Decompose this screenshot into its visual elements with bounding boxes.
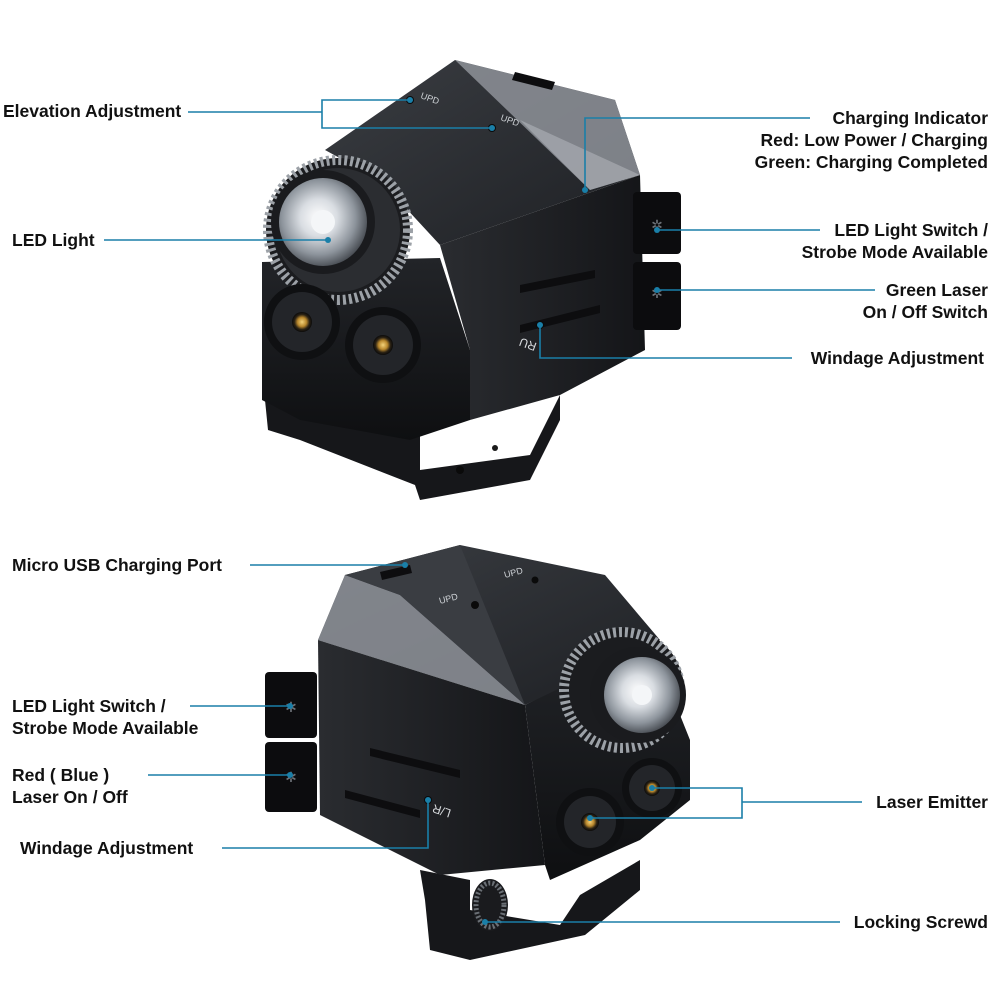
led-light xyxy=(263,155,413,305)
side-body-bottom xyxy=(318,640,545,875)
bevel-highlight-bottom xyxy=(318,575,525,705)
engraving-lr: L/R xyxy=(430,801,452,820)
label-laser-emitter: Laser Emitter xyxy=(876,792,988,812)
led-switch-button xyxy=(633,192,681,254)
engraving-upd-4: UPD xyxy=(503,565,524,580)
label-locking-screw: Locking Screwd xyxy=(853,912,988,932)
leader-lines xyxy=(104,99,875,923)
locking-screw xyxy=(472,879,508,931)
label-windage-bottom: Windage Adjustment xyxy=(20,838,194,858)
label-red-laser: Red ( Blue ) Laser On / Off xyxy=(12,765,128,807)
laser-aperture-3 xyxy=(556,788,624,856)
label-elevation-adjustment: Elevation Adjustment xyxy=(3,101,182,121)
engraving-upd-3: UPD xyxy=(438,591,459,606)
label-charging-indicator: Charging Indicator Red: Low Power / Char… xyxy=(754,108,988,172)
rail-mount-bottom xyxy=(420,860,640,960)
led-light-bottom xyxy=(559,627,686,753)
svg-text:✲: ✲ xyxy=(651,217,663,233)
label-green-laser: Green Laser On / Off Switch xyxy=(862,280,988,322)
device-bottom: UPD UPD ✲ ✲ L/R xyxy=(265,545,690,960)
laser-aperture-1 xyxy=(264,284,340,360)
usb-slot xyxy=(512,72,555,90)
laser-aperture-2 xyxy=(345,307,421,383)
label-led-switch-top: LED Light Switch / Strobe Mode Available xyxy=(801,220,988,262)
label-windage-top: Windage Adjustment xyxy=(810,348,984,368)
green-laser-button xyxy=(633,262,681,330)
label-usb-port: Micro USB Charging Port xyxy=(12,555,223,575)
device-top: UPD UPD ✲ ✲ xyxy=(262,60,681,500)
label-led-switch-bottom: LED Light Switch / Strobe Mode Available xyxy=(12,696,199,738)
label-led-light: LED Light xyxy=(12,230,95,250)
usb-slot-bottom xyxy=(380,565,412,580)
engraving-ru: RU xyxy=(517,335,538,354)
